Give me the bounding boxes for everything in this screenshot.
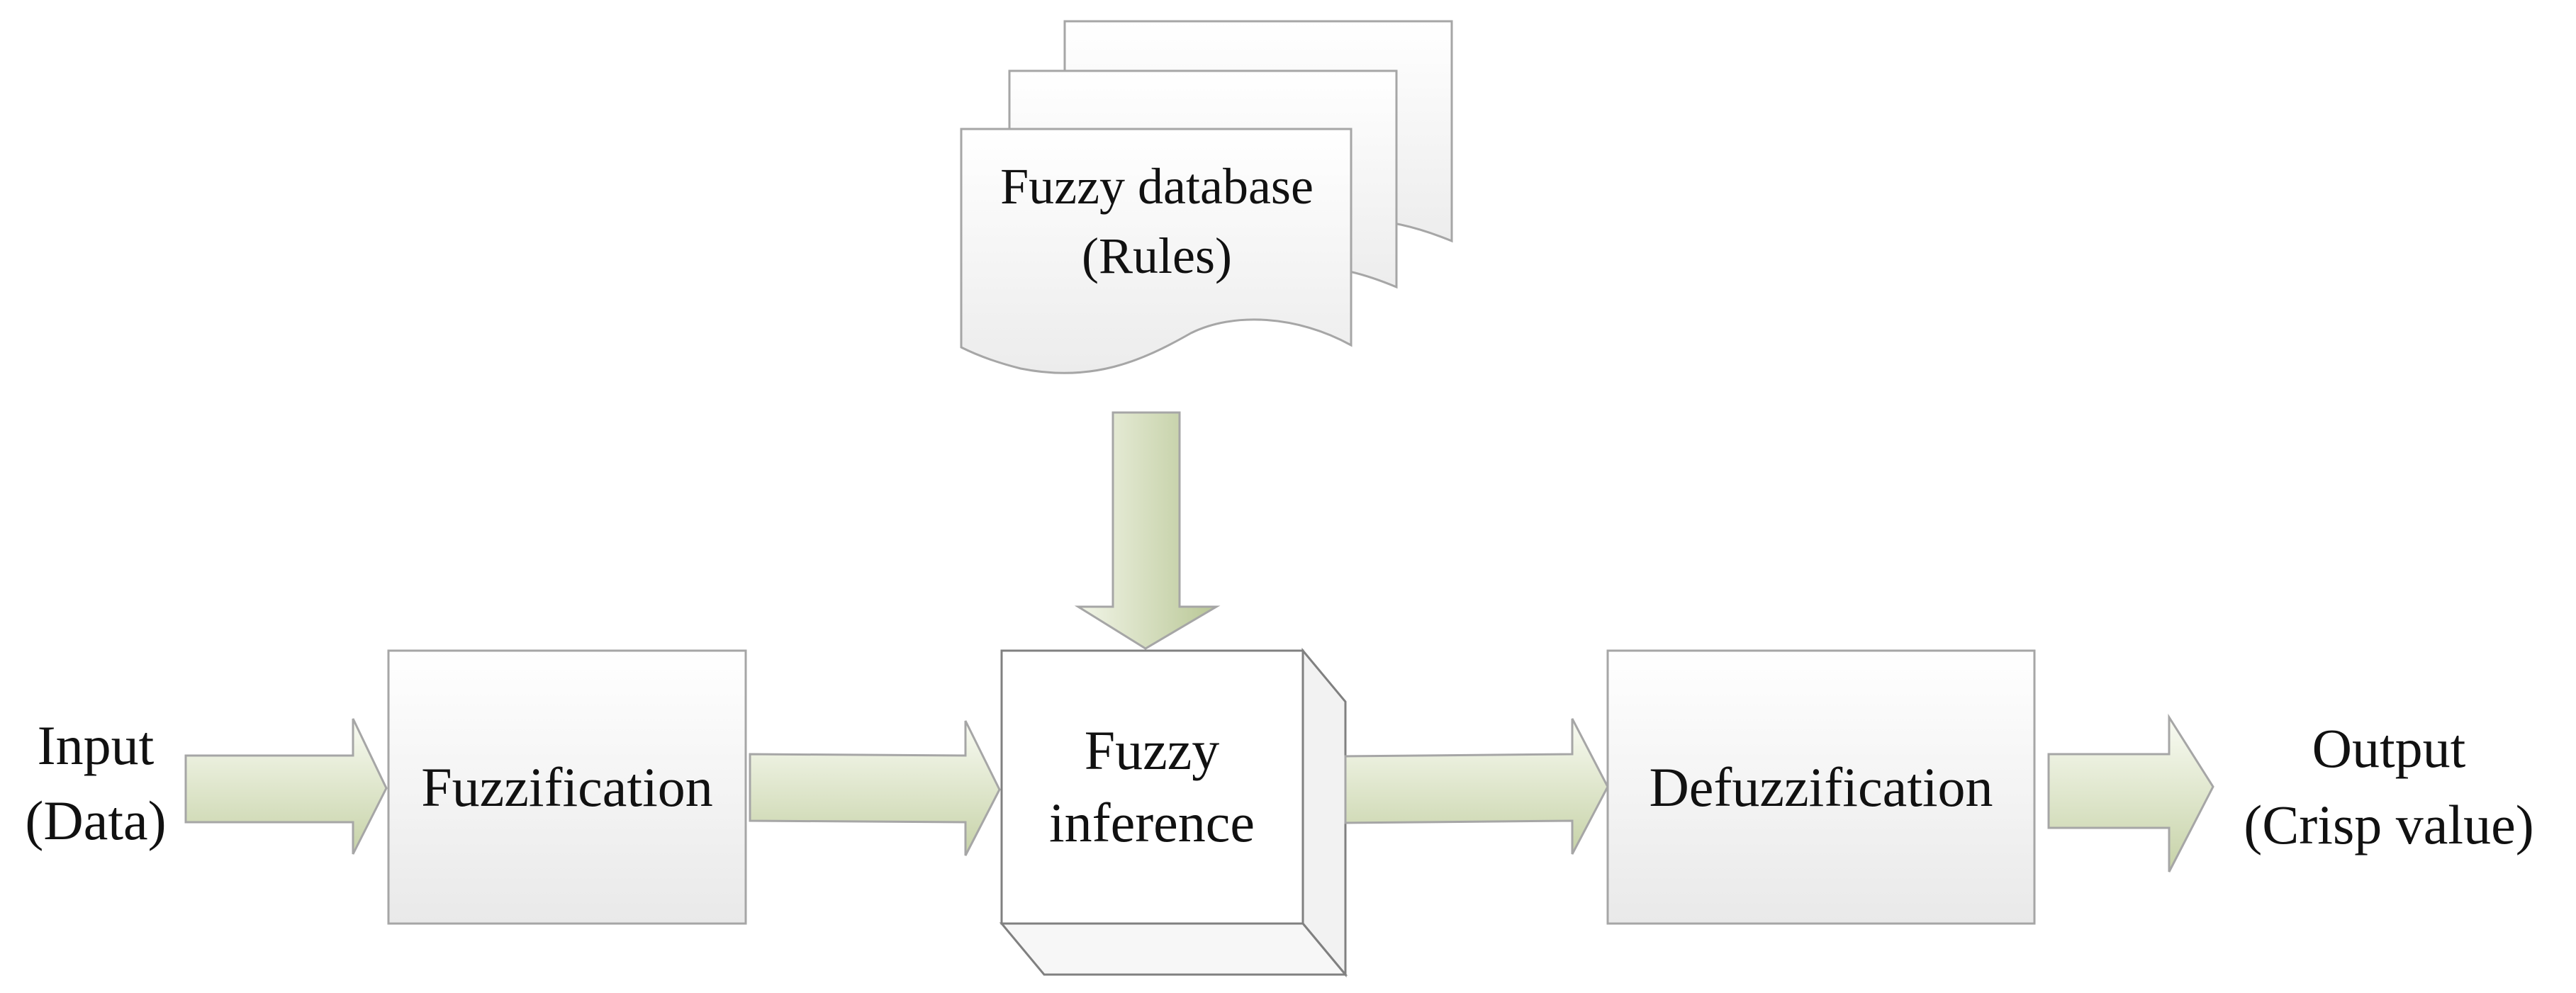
fuzzy-inference-box: [999, 647, 1348, 978]
inference-label-line1: Fuzzy: [1085, 719, 1220, 781]
inference-box-front-face: [1000, 649, 1304, 925]
database-label-line1: Fuzzy database: [1000, 158, 1314, 215]
defuzzification-box: [1606, 649, 2036, 925]
input-label-line2: (Data): [25, 790, 166, 851]
inference-box-bottom-face: [999, 922, 1348, 976]
input-label-line1: Input: [38, 714, 155, 776]
defuzzification-label: Defuzzification: [1649, 756, 1993, 818]
database-document-front: [960, 128, 1353, 374]
output-label-line1: Output: [2312, 717, 2466, 779]
arrow-inference-to-defuzzification: [1344, 718, 1609, 855]
output-label-line2: (Crisp value): [2244, 794, 2533, 855]
fuzzification-box: [387, 649, 747, 925]
arrow-defuzzification-to-output: [2047, 713, 2214, 873]
fuzzy-database-document-stack: [960, 20, 1453, 374]
fuzzification-label: Fuzzification: [421, 756, 713, 818]
arrow-fuzzification-to-inference: [749, 720, 1001, 856]
inference-label-line2: inference: [1049, 792, 1255, 853]
database-label-line2: (Rules): [1082, 228, 1232, 284]
arrow-database-to-inference: [1074, 411, 1221, 650]
inference-box-right-face: [1301, 647, 1347, 978]
arrow-input-to-fuzzification: [184, 718, 388, 855]
